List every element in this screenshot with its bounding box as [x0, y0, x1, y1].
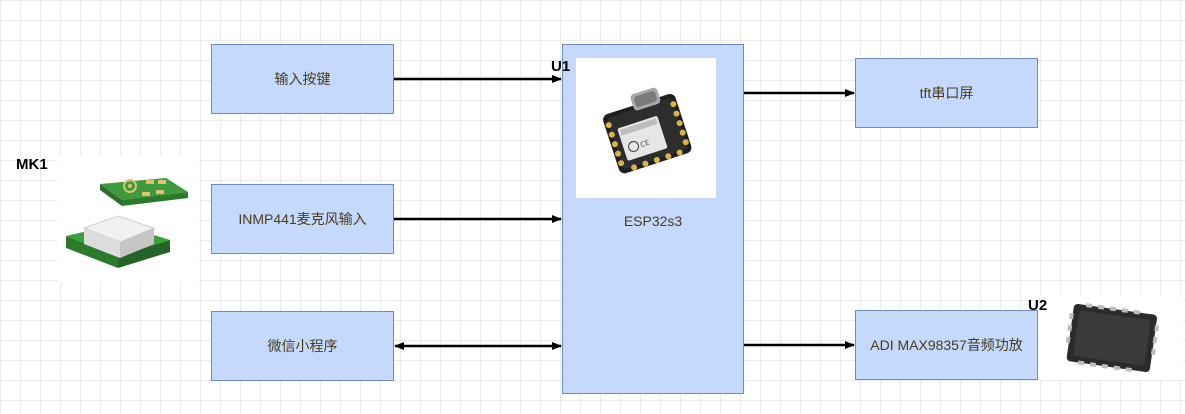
- amp-label: ADI MAX98357音频功放: [870, 337, 1023, 353]
- display-block[interactable]: tft串口屏: [855, 58, 1038, 128]
- amp-ref-label: U2: [1028, 297, 1048, 314]
- inmp441-mic-image: [58, 156, 198, 281]
- display-label: tft串口屏: [919, 85, 974, 101]
- max98357-chip-image: [1040, 295, 1182, 380]
- amp-block[interactable]: ADI MAX98357音频功放: [855, 310, 1038, 380]
- key-input-label: 输入按键: [274, 71, 331, 87]
- key-input-block[interactable]: 输入按键: [211, 44, 394, 114]
- mic-input-label: INMP441麦克风输入: [238, 211, 367, 227]
- esp32s3-board-image: CE: [576, 58, 716, 198]
- mcu-ref-label: U1: [551, 58, 571, 75]
- mic-module-icon: [66, 178, 188, 268]
- mini-program-label: 微信小程序: [267, 338, 338, 354]
- esp32s3-board-icon: CE: [603, 87, 692, 174]
- mini-program-block[interactable]: 微信小程序: [211, 311, 394, 381]
- mcu-label: ESP32s3: [623, 213, 683, 229]
- mic-input-block[interactable]: INMP441麦克风输入: [211, 184, 394, 254]
- mic-ref-label: MK1: [16, 156, 48, 173]
- qfn-chip-icon: [1065, 303, 1160, 373]
- svg-text:CE: CE: [639, 139, 650, 149]
